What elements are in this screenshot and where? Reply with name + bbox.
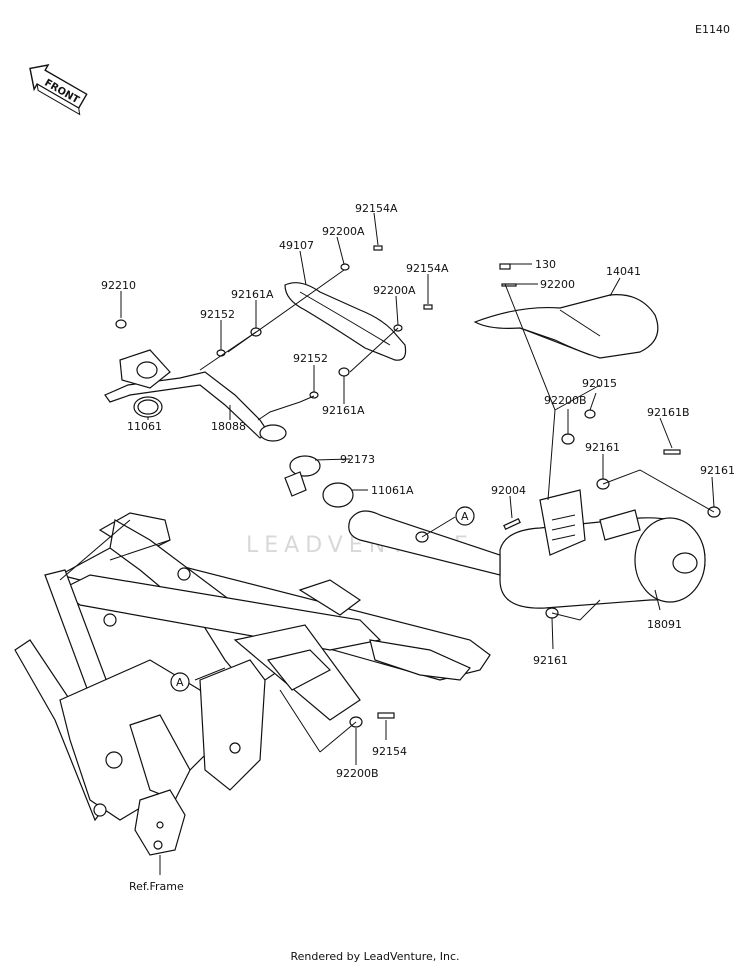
part-label: 18088	[211, 420, 246, 433]
part-label: 92200A	[373, 284, 416, 297]
part-label: 92154	[372, 745, 407, 758]
callout-a-top-label: A	[461, 510, 469, 523]
clamp-part	[284, 455, 321, 497]
part-label: 92154A	[355, 202, 398, 215]
part-label: 11061A	[371, 484, 414, 497]
part-label: 18091	[647, 618, 682, 631]
part-label: 92200B	[544, 394, 587, 407]
part-label: 92161	[700, 464, 735, 477]
part-label: 130	[535, 258, 556, 271]
part-label: 92161A	[231, 288, 274, 301]
part-label: 92161	[533, 654, 568, 667]
part-label: 92161B	[647, 406, 690, 419]
part-label: 92200A	[322, 225, 365, 238]
part-label: 11061	[127, 420, 162, 433]
heat-guard-part	[473, 294, 659, 359]
fasteners	[216, 245, 721, 728]
part-label: 14041	[606, 265, 641, 278]
callout-a-top: A	[455, 506, 475, 526]
footer-credit: Rendered by LeadVenture, Inc.	[290, 950, 460, 963]
callout-a-bottom: A	[170, 672, 190, 692]
muffler-part	[348, 489, 706, 609]
part-label: 92161	[585, 441, 620, 454]
part-label: 92152	[200, 308, 235, 321]
exhaust-pipe-part	[104, 319, 287, 442]
part-label: 92210	[101, 279, 136, 292]
part-label: 92154A	[406, 262, 449, 275]
front-arrow-icon: FRONT	[29, 64, 88, 116]
part-label: 92015	[582, 377, 617, 390]
part-label: 92152	[293, 352, 328, 365]
part-label: 92161A	[322, 404, 365, 417]
heat-shield-part	[284, 282, 407, 361]
diagram-code: E1140	[695, 23, 730, 36]
gasket-part	[322, 482, 354, 508]
part-label: 92200	[540, 278, 575, 291]
part-label: 49107	[279, 239, 314, 252]
leader-lines	[120, 212, 715, 875]
part-label: 92173	[340, 453, 375, 466]
frame-assembly	[14, 512, 491, 856]
part-label: 92004	[491, 484, 526, 497]
part-labels: 92154A 92200A 49107 92154A 92200A 92210 …	[101, 202, 735, 893]
part-label: 92200B	[336, 767, 379, 780]
callout-a-bottom-label: A	[176, 676, 184, 689]
ref-frame-label: Ref.Frame	[129, 880, 184, 893]
